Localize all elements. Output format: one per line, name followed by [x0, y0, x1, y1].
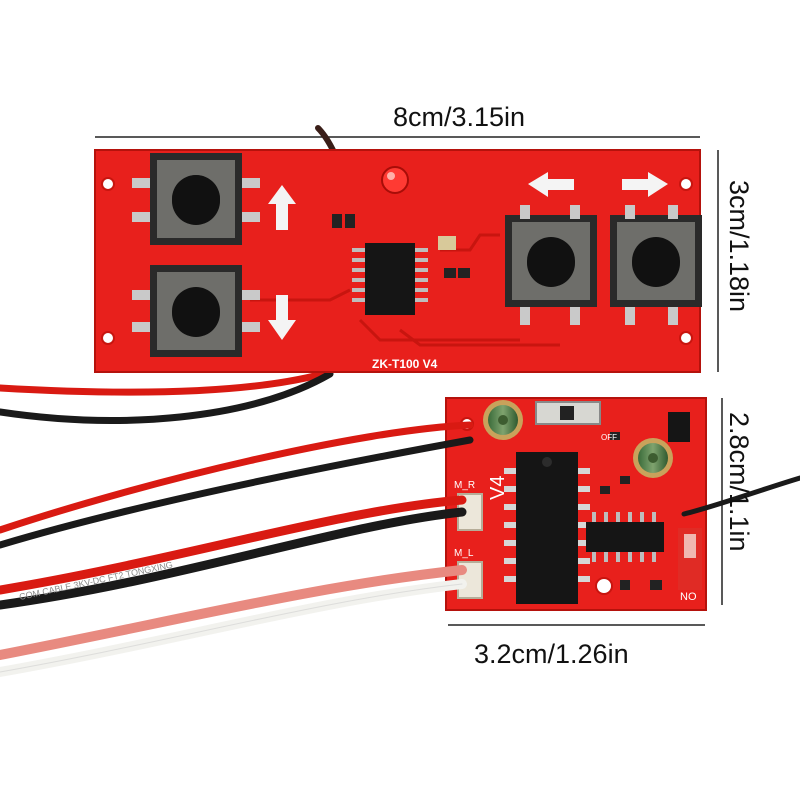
dimension-receiver-height: 2.8cm/1.1in [724, 412, 754, 552]
receiver-wires [0, 421, 800, 677]
dimension-remote-width: 8cm/3.15in [393, 102, 526, 132]
label-off: OFF [601, 433, 617, 442]
button-left [505, 215, 597, 307]
dimension-remote-height: 3cm/1.18in [724, 180, 754, 313]
capacitor [633, 438, 673, 478]
solder-pads [132, 178, 678, 332]
capacitor [483, 400, 523, 440]
label-m-r: M_R [454, 480, 475, 491]
remote-model-label: ZK-T100 V4 [372, 357, 438, 371]
button-up [150, 153, 242, 245]
led [381, 166, 409, 194]
arrow-right-icon [622, 172, 668, 197]
arrow-down-icon [268, 295, 296, 340]
receiver-ic-driver [586, 512, 664, 562]
dip-switch [678, 528, 702, 590]
arrow-left-icon [528, 172, 574, 197]
power-switch [535, 401, 601, 425]
button-right [610, 215, 702, 307]
receiver-board [445, 397, 707, 611]
receiver-ic-main [504, 452, 590, 604]
remote-ic-chip [332, 214, 470, 315]
arrow-up-icon [268, 185, 296, 230]
label-on: NO [680, 591, 697, 603]
label-m-l: M_L [454, 548, 474, 559]
receiver-version-label: V4 [487, 476, 509, 500]
board-silkscreen: ZK-T100 V4 V4 M_R M_L OFF NO [372, 357, 697, 603]
button-down [150, 265, 242, 357]
dimension-receiver-width: 3.2cm/1.26in [474, 639, 629, 669]
